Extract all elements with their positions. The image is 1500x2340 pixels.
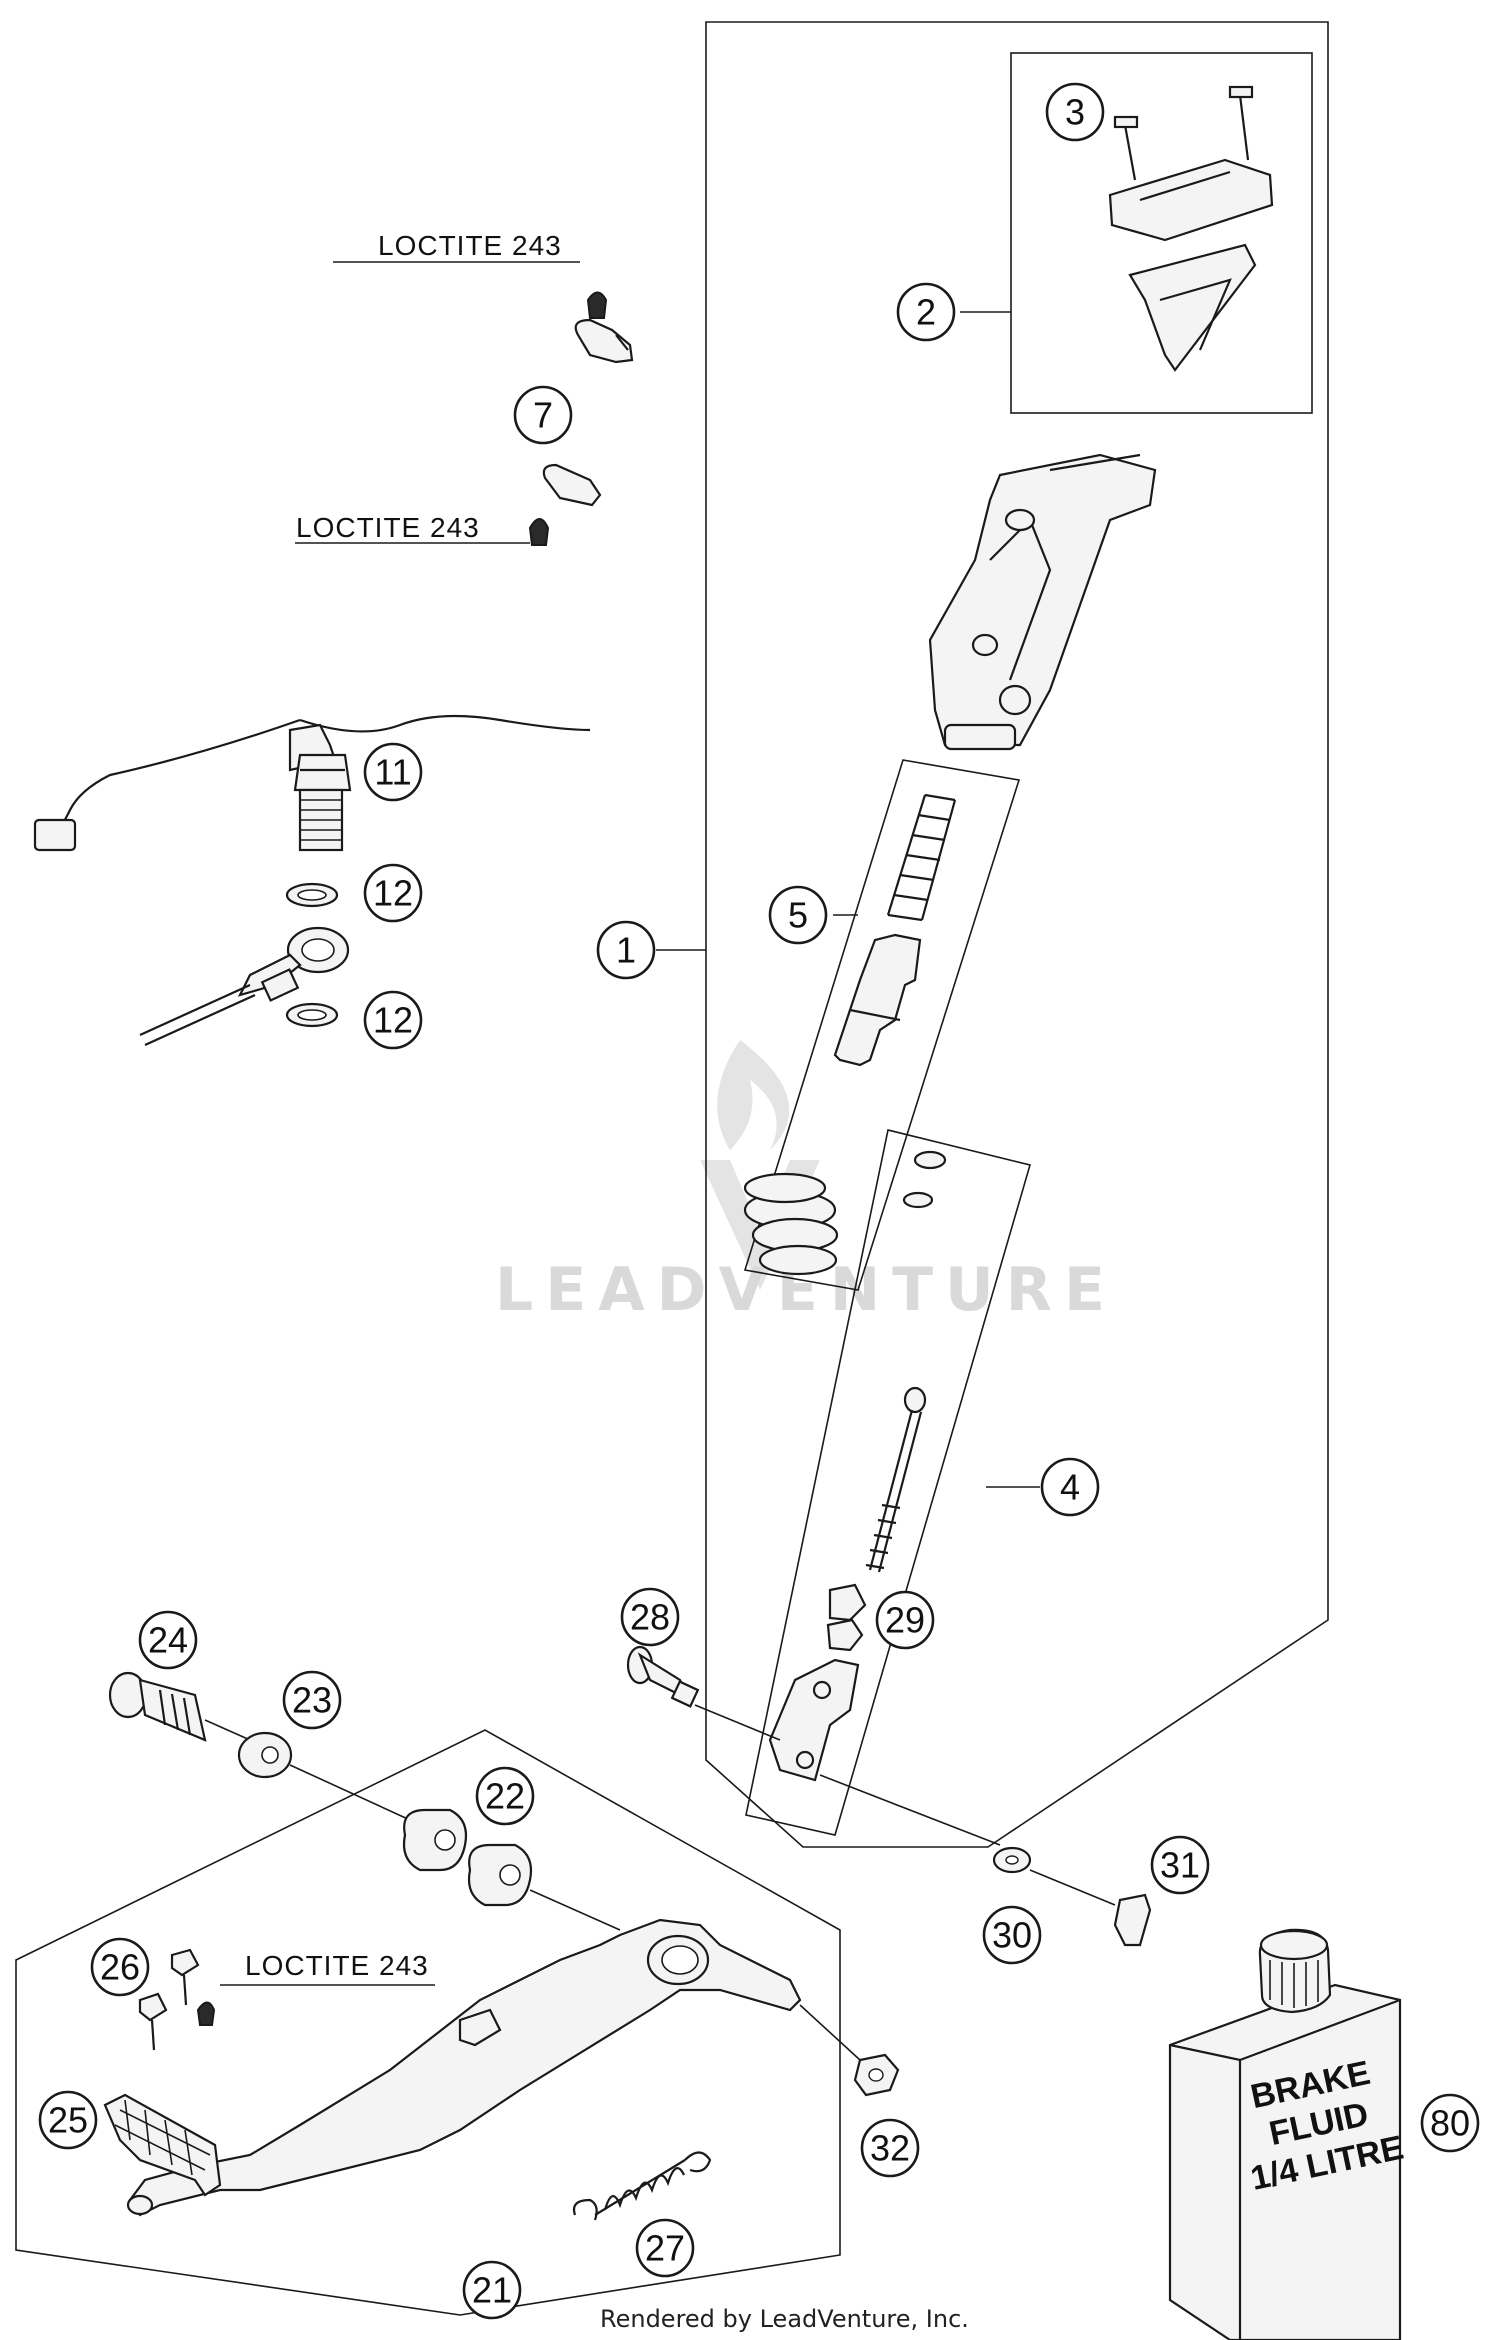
group-5-box (743, 759, 1021, 1291)
footer-credit: Rendered by LeadVenture, Inc. (600, 2305, 969, 2333)
brake-fluid-bottle: BRAKE FLUID 1/4 LITRE (1168, 1928, 1407, 2340)
push-rod (865, 1386, 927, 1573)
svg-text:12: 12 (373, 873, 413, 914)
svg-text:32: 32 (870, 2128, 910, 2169)
svg-text:11: 11 (374, 752, 411, 793)
piston-seal (743, 1172, 839, 1276)
callout-12-lower: 12 (363, 990, 423, 1050)
lock-nut (826, 1583, 867, 1652)
callout-21: 21 (462, 2260, 522, 2320)
callout-25: 25 (38, 2090, 98, 2150)
callout-4: 4 (1040, 1457, 1100, 1517)
clevis-pin (626, 1645, 700, 1708)
brake-light-switch (33, 714, 591, 852)
svg-text:21: 21 (472, 2270, 512, 2311)
callout-23: 23 (282, 1670, 342, 1730)
svg-text:80: 80 (1430, 2103, 1470, 2144)
callout-22: 22 (475, 1766, 535, 1826)
callout-3: 3 (1045, 82, 1105, 142)
callout-27: 27 (635, 2218, 695, 2278)
tip-screws (138, 1948, 216, 2051)
loctite-note-1: LOCTITE 243 (378, 230, 562, 261)
pedal-tip (103, 2093, 222, 2197)
brake-hose (139, 926, 350, 1047)
seal-rings (902, 1150, 947, 1209)
cotter-pin (1113, 1893, 1152, 1947)
callout-32: 32 (860, 2118, 920, 2178)
pivot-spacers (402, 1808, 533, 1907)
svg-text:25: 25 (48, 2100, 88, 2141)
svg-text:5: 5 (788, 895, 808, 936)
callout-80: 80 (1420, 2093, 1480, 2153)
svg-text:27: 27 (645, 2228, 685, 2269)
callout-2: 2 (896, 282, 956, 342)
master-cylinder-body (928, 453, 1157, 751)
svg-text:26: 26 (100, 1947, 140, 1988)
callout-1: 1 (596, 920, 656, 980)
svg-text:7: 7 (533, 395, 553, 436)
svg-text:4: 4 (1060, 1467, 1080, 1508)
callout-5: 5 (768, 885, 828, 945)
callout-7: 7 (513, 385, 573, 445)
svg-text:2: 2 (916, 292, 936, 333)
group-1-outline (705, 21, 1329, 1848)
svg-text:28: 28 (630, 1597, 670, 1638)
reservoir-cap (1108, 158, 1274, 242)
callout-28: 28 (620, 1587, 680, 1647)
banjo-bolt-upper (574, 291, 634, 364)
pivot-bolt (108, 1671, 207, 1742)
svg-text:31: 31 (1160, 1845, 1200, 1886)
callout-12-upper: 12 (363, 863, 423, 923)
group-2-box (1010, 52, 1313, 414)
group-4-box (745, 1129, 1032, 1836)
svg-text:1: 1 (616, 930, 636, 971)
banjo-bolt-lower (528, 463, 602, 546)
svg-text:30: 30 (992, 1915, 1032, 1956)
callout-29: 29 (875, 1590, 935, 1650)
group-21-outline (15, 1729, 841, 2316)
piston-spring (886, 793, 957, 922)
piston (833, 933, 922, 1067)
diaphragm (1128, 243, 1257, 372)
callout-11: 11 (363, 742, 423, 802)
svg-text:3: 3 (1065, 92, 1085, 133)
svg-text:29: 29 (885, 1600, 925, 1641)
svg-text:23: 23 (292, 1680, 332, 1721)
brake-pedal (126, 1918, 802, 2217)
callout-24: 24 (138, 1610, 198, 1670)
svg-text:22: 22 (485, 1776, 525, 1817)
clevis (768, 1658, 860, 1782)
callout-26: 26 (90, 1937, 150, 1997)
loctite-note-2: LOCTITE 243 (296, 512, 480, 543)
callout-31: 31 (1150, 1835, 1210, 1895)
loctite-note-3: LOCTITE 243 (245, 1950, 429, 1981)
svg-text:24: 24 (148, 1620, 188, 1661)
return-spring (572, 2151, 712, 2221)
screw-pair (1113, 85, 1254, 181)
callout-30: 30 (982, 1905, 1042, 1965)
svg-text:12: 12 (373, 1000, 413, 1041)
